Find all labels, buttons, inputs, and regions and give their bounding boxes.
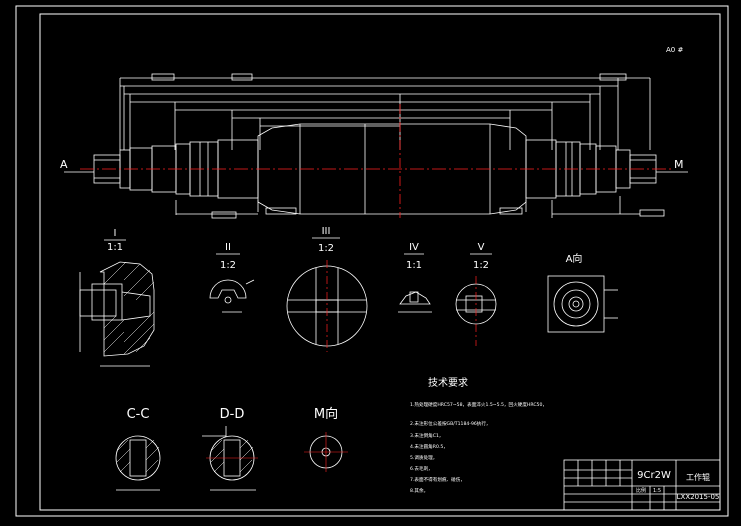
tech-requirements: 技术要求 1.热处理硬度HRC57~58，表面淬火1.5~5.5，回火硬度HRC… — [410, 376, 547, 494]
detail-iv-scale: 1:1 — [406, 260, 422, 271]
detail-iii: III 1:2 — [318, 226, 334, 254]
detail-iv-figure — [398, 291, 432, 313]
section-dd-label: D-D — [220, 407, 245, 422]
title-scale-value: 1:5 — [653, 488, 661, 494]
detail-i-figure — [79, 261, 155, 367]
tech-req-line-7: 7.表面不得有划痕、碰伤， — [410, 476, 465, 483]
section-cc-label: C-C — [127, 407, 150, 422]
detail-v: V 1:2 — [473, 242, 489, 271]
tech-req-line-3: 3.未注倒角C1， — [410, 432, 443, 439]
detail-i-hatch — [103, 261, 155, 355]
m-view-label: M向 — [314, 406, 338, 422]
tech-req-line-6: 6.去毛刺， — [410, 465, 433, 472]
detail-ii: II 1:2 — [220, 242, 236, 271]
tech-req-line-1: 1.热处理硬度HRC57~58，表面淬火1.5~5.5，回火硬度HRC50， — [410, 401, 547, 408]
drawing-frame — [15, 5, 729, 517]
title-block — [563, 459, 721, 511]
detail-ii-scale: 1:2 — [220, 260, 236, 271]
view-a-label: A向 — [566, 252, 583, 265]
detail-views: I 1:1 II 1:2 III 1:2 IV 1:1 V 1:2 A向 — [104, 226, 582, 271]
m-view-centerlines — [304, 432, 348, 472]
title-drawing-number: LXX2015-05 — [677, 493, 720, 501]
section-marker-left: A — [60, 158, 68, 171]
detail-iii-scale: 1:2 — [318, 243, 334, 254]
tech-req-title: 技术要求 — [428, 376, 468, 389]
tech-req-line-8: 8.其余。 — [410, 487, 428, 494]
detail-ii-id: II — [225, 242, 231, 253]
detail-v-scale: 1:2 — [473, 260, 489, 271]
title-material: 9Cr2W — [637, 470, 671, 481]
tech-req-line-4: 4.未注圆角R0.5， — [410, 443, 448, 450]
section-dd-hatch — [210, 439, 254, 473]
detail-v-id: V — [478, 242, 485, 253]
section-cc-hatch — [116, 439, 160, 473]
detail-iii-id: III — [322, 226, 331, 237]
detail-ii-figure — [209, 279, 255, 313]
detail-i: I 1:1 — [107, 228, 123, 253]
detail-i-id: I — [114, 228, 117, 239]
corner-note: A0 # — [666, 46, 683, 54]
section-cc-figure — [115, 435, 161, 491]
detail-i-scale: 1:1 — [107, 242, 123, 253]
section-marker-right: M — [674, 158, 684, 171]
title-scale-label: 比例 — [636, 487, 646, 494]
tech-req-line-5: 5.调质处理， — [410, 454, 437, 461]
title-part-name: 工作辊 — [686, 472, 710, 482]
roller-main-view — [64, 73, 688, 219]
detail-iv-id: IV — [409, 242, 419, 253]
detail-iv: IV 1:1 — [406, 242, 422, 271]
tech-req-line-2: 2.未注形位公差按GB/T1184-96执行， — [410, 420, 491, 427]
view-a-figure — [547, 275, 618, 333]
